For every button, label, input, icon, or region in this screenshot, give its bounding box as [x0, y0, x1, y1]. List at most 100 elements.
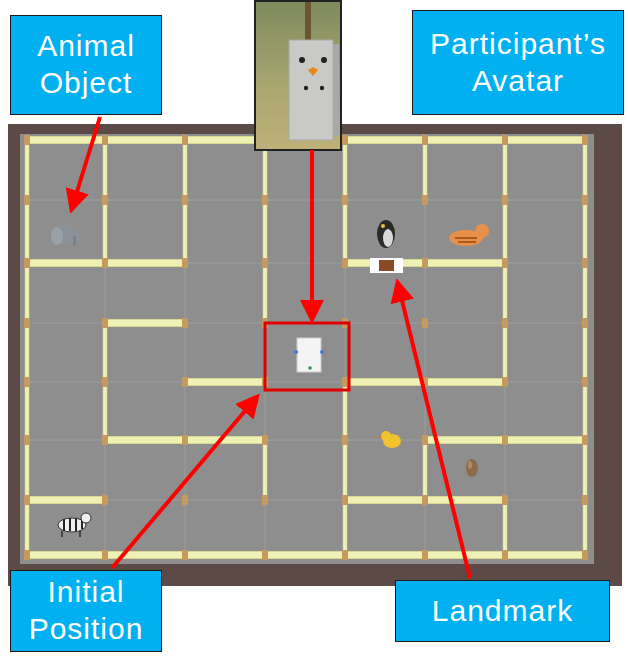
- maze-walls-part: [503, 140, 507, 263]
- landmark-object: [370, 258, 403, 273]
- avatar-inset-part: [305, 2, 311, 46]
- maze-walls-part: [183, 200, 187, 263]
- maze-walls-part: [422, 318, 428, 328]
- avatar-marker-part: [297, 338, 321, 372]
- maze-walls-part: [105, 320, 185, 327]
- chick-figure-part: [381, 431, 391, 441]
- maze-walls-part: [103, 323, 107, 440]
- zebra-figure-part: [81, 513, 91, 523]
- bean-figure-part: [468, 461, 472, 469]
- floor-grid: [27, 140, 585, 555]
- callout-label: Animal Object: [11, 28, 161, 101]
- maze-walls-part: [24, 195, 30, 205]
- maze-walls-part: [24, 135, 30, 145]
- maze-walls-part: [102, 377, 108, 387]
- maze-walls-part: [25, 140, 29, 555]
- maze-walls-part: [343, 382, 347, 555]
- maze-walls-part: [502, 495, 508, 505]
- maze-walls-part: [182, 135, 188, 145]
- pointer-arrows-part: [72, 117, 100, 208]
- maze-walls-part: [422, 258, 428, 268]
- maze-walls-part: [342, 377, 348, 387]
- maze-walls-part: [502, 258, 508, 268]
- callout-label: Initial Position: [11, 574, 161, 647]
- highlight-rectangle: [265, 323, 349, 390]
- avatar-marker-part: [294, 350, 298, 354]
- maze-walls-part: [502, 318, 508, 328]
- maze-walls-part: [342, 495, 348, 505]
- maze-walls-part: [262, 550, 268, 560]
- maze-walls-part: [263, 200, 267, 323]
- avatar-marker-part: [308, 366, 312, 370]
- maze-walls-part: [24, 435, 30, 445]
- maze-walls-part: [262, 258, 268, 268]
- maze-walls-part: [342, 435, 348, 445]
- maze-walls-part: [423, 140, 427, 200]
- avatar-inset-part: [320, 86, 324, 90]
- avatar-inset-part: [321, 57, 327, 63]
- maze-walls-part: [502, 195, 508, 205]
- maze-walls-part: [24, 258, 30, 268]
- callout-label: Landmark: [432, 593, 573, 630]
- maze-walls-part: [262, 495, 268, 505]
- maze-walls-part: [102, 495, 108, 505]
- pointer-arrows-part: [310, 150, 314, 318]
- maze-walls-part: [502, 135, 508, 145]
- avatar-inset-part: [299, 57, 305, 63]
- penguin-figure-part: [377, 220, 395, 248]
- maze-walls-part: [422, 550, 428, 560]
- cat-figure: [449, 224, 489, 246]
- avatar-inset: [255, 1, 341, 150]
- callout-label: Participant’s Avatar: [413, 26, 623, 99]
- maze-walls-part: [27, 497, 105, 504]
- bean-figure-part: [466, 459, 478, 477]
- maze-walls-part: [262, 435, 268, 445]
- avatar-inset-part: [308, 67, 318, 76]
- avatar-inset-part: [304, 86, 308, 90]
- penguin-figure-part: [381, 224, 385, 228]
- maze-walls-part: [422, 135, 428, 145]
- maze-walls-part: [182, 377, 188, 387]
- maze-walls-part: [102, 318, 108, 328]
- callout-box: Landmark: [395, 580, 610, 642]
- landmark-object-part: [379, 260, 394, 271]
- maze-walls-part: [422, 195, 428, 205]
- maze-walls-part: [185, 379, 265, 386]
- maze-walls-part: [342, 195, 348, 205]
- maze-walls-part: [263, 440, 267, 500]
- penguin-figure-part: [383, 229, 393, 247]
- maze-walls-part: [342, 258, 348, 268]
- maze-walls-part: [423, 440, 427, 500]
- chick-figure-part: [377, 436, 381, 438]
- maze-walls-part: [343, 140, 347, 200]
- pointer-arrows-part: [398, 284, 470, 578]
- zebra-figure-part: [62, 531, 80, 537]
- maze-walls-part: [27, 552, 585, 559]
- maze-walls-part: [24, 318, 30, 328]
- maze-walls-part: [343, 200, 347, 263]
- callout-box: Animal Object: [10, 15, 162, 115]
- maze-frame-part: [20, 134, 594, 564]
- maze-walls-part: [24, 550, 30, 560]
- maze-walls-part: [582, 435, 588, 445]
- maze-walls: [24, 135, 588, 560]
- maze-walls-part: [502, 377, 508, 387]
- maze-walls-part: [182, 550, 188, 560]
- pointer-arrows: [72, 117, 470, 578]
- maze-walls-part: [182, 318, 188, 328]
- avatar-marker: [294, 338, 324, 372]
- chick-figure: [377, 431, 401, 448]
- maze-walls-part: [582, 495, 588, 505]
- animal-objects: [51, 220, 489, 537]
- maze-walls-part: [182, 435, 188, 445]
- callout-box: Initial Position: [10, 570, 162, 652]
- cat-figure-part: [475, 224, 489, 238]
- callout-box: Participant’s Avatar: [412, 10, 624, 115]
- bean-figure: [466, 459, 478, 477]
- pointer-arrows-part: [112, 398, 256, 568]
- cat-figure-part: [455, 238, 477, 242]
- maze-walls-part: [422, 435, 428, 445]
- maze-walls-part: [102, 135, 108, 145]
- zebra-figure-part: [64, 518, 82, 531]
- maze-walls-part: [342, 135, 348, 145]
